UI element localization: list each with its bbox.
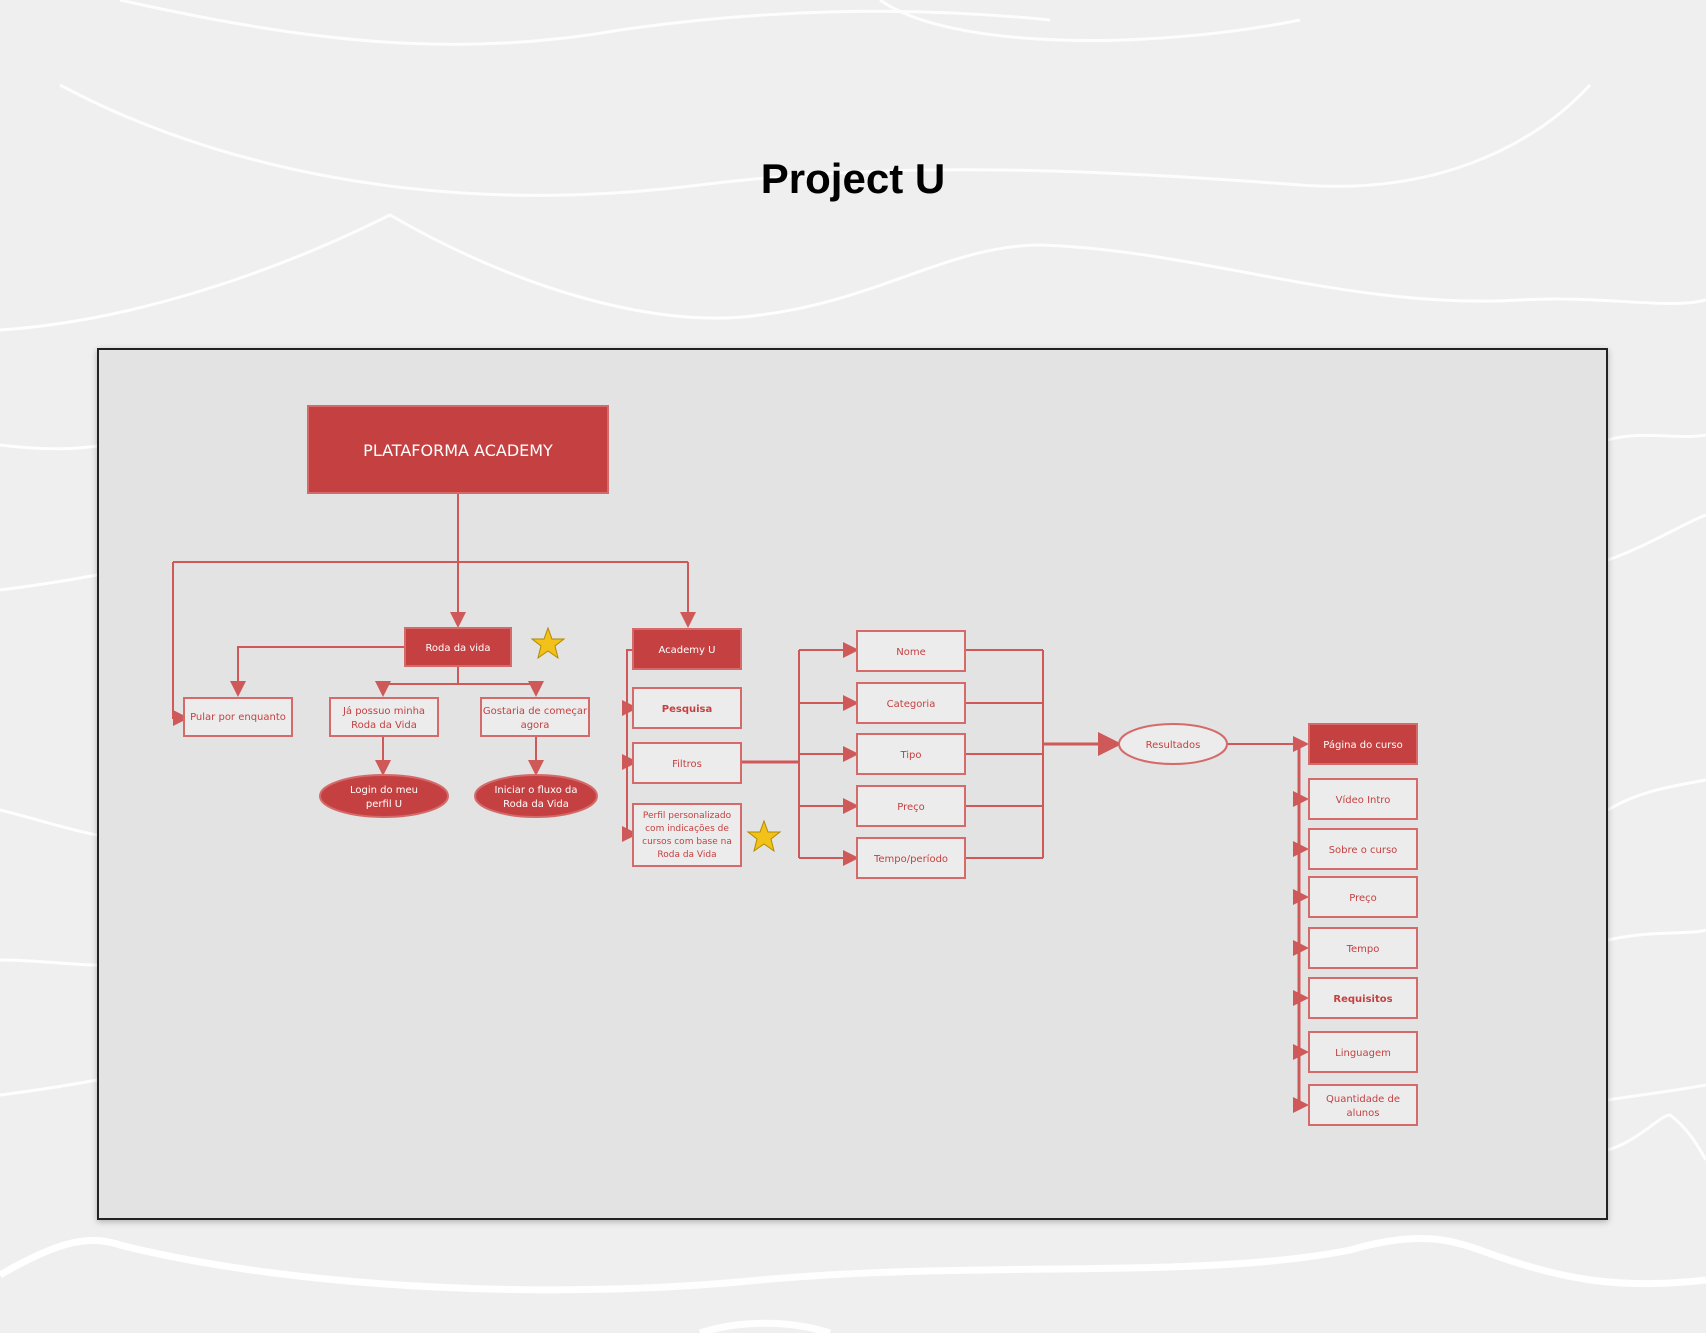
node-pagina-do-curso: Página do curso (1308, 723, 1418, 765)
svg-text:Quantidade de: Quantidade de (1326, 1094, 1400, 1105)
svg-text:alunos: alunos (1347, 1108, 1380, 1119)
svg-text:Roda da Vida: Roda da Vida (503, 799, 569, 810)
svg-text:Filtros: Filtros (672, 759, 702, 770)
node-perfil-personalizado: Perfil personalizado com indicações de c… (632, 803, 742, 867)
svg-text:PLATAFORMA ACADEMY: PLATAFORMA ACADEMY (363, 441, 553, 460)
svg-text:agora: agora (521, 720, 550, 731)
node-filtro-categoria: Categoria (856, 682, 966, 724)
svg-text:Preço: Preço (897, 802, 925, 813)
svg-text:Iniciar o fluxo da: Iniciar o fluxo da (494, 785, 577, 796)
svg-text:Sobre o curso: Sobre o curso (1329, 845, 1398, 856)
node-sobre-o-curso: Sobre o curso (1308, 828, 1418, 870)
svg-text:Academy U: Academy U (659, 645, 716, 656)
node-video-intro: Vídeo Intro (1308, 778, 1418, 820)
node-tempo: Tempo (1308, 927, 1418, 969)
svg-text:Resultados: Resultados (1146, 740, 1201, 751)
node-login-perfil: Login do meu perfil U (319, 774, 449, 818)
diagram-frame: PLATAFORMA ACADEMY Roda da vida Academy … (97, 348, 1608, 1220)
svg-text:Roda da Vida: Roda da Vida (351, 720, 417, 731)
node-filtro-tipo: Tipo (856, 733, 966, 775)
node-gostaria-de-comecar: Gostaria de começar agora (480, 697, 590, 737)
svg-text:Tempo: Tempo (1346, 944, 1380, 955)
svg-text:Perfil personalizado: Perfil personalizado (643, 811, 732, 821)
flowchart: PLATAFORMA ACADEMY Roda da vida Academy … (172, 405, 1418, 1126)
connectors (172, 492, 1309, 1113)
svg-text:Roda da Vida: Roda da Vida (657, 850, 716, 860)
node-roda-da-vida: Roda da vida (404, 627, 512, 667)
node-ja-possuo: Já possuo minha Roda da Vida (329, 697, 439, 737)
svg-text:Tipo: Tipo (899, 750, 921, 761)
page-title: Project U (760, 155, 946, 202)
node-preco: Preço (1308, 876, 1418, 918)
node-academy-u: Academy U (632, 628, 742, 670)
node-resultados: Resultados (1118, 723, 1228, 765)
svg-text:Login do meu: Login do meu (350, 785, 418, 796)
node-filtro-tempo: Tempo/período (856, 837, 966, 879)
svg-text:Gostaria de começar: Gostaria de começar (483, 706, 588, 717)
node-plataforma-academy: PLATAFORMA ACADEMY (307, 405, 609, 494)
node-pular-por-enquanto: Pular por enquanto (183, 697, 293, 737)
svg-text:Roda da vida: Roda da vida (425, 643, 490, 654)
svg-text:perfil U: perfil U (366, 799, 402, 810)
svg-text:Nome: Nome (896, 647, 926, 658)
svg-text:Tempo/período: Tempo/período (873, 853, 948, 865)
svg-text:com indicações de: com indicações de (645, 824, 729, 834)
svg-text:Pular por enquanto: Pular por enquanto (190, 712, 286, 723)
svg-text:Preço: Preço (1349, 893, 1377, 904)
svg-text:Página do curso: Página do curso (1323, 739, 1402, 751)
svg-text:Requisitos: Requisitos (1333, 994, 1392, 1005)
node-filtros: Filtros (632, 742, 742, 784)
svg-text:Pesquisa: Pesquisa (662, 704, 712, 715)
node-linguagem: Linguagem (1308, 1031, 1418, 1073)
svg-text:cursos com base na: cursos com base na (642, 837, 732, 847)
svg-text:Categoria: Categoria (887, 699, 936, 710)
node-filtro-preco: Preço (856, 785, 966, 827)
svg-text:Já possuo minha: Já possuo minha (342, 705, 425, 717)
star-icon (530, 626, 566, 660)
star-icon (746, 819, 782, 853)
node-quantidade-de-alunos: Quantidade de alunos (1308, 1084, 1418, 1126)
node-filtro-nome: Nome (856, 630, 966, 672)
svg-text:Linguagem: Linguagem (1335, 1048, 1391, 1059)
svg-text:Vídeo Intro: Vídeo Intro (1336, 794, 1391, 806)
node-requisitos: Requisitos (1308, 977, 1418, 1019)
node-pesquisa: Pesquisa (632, 687, 742, 729)
node-iniciar-fluxo: Iniciar o fluxo da Roda da Vida (474, 774, 598, 818)
